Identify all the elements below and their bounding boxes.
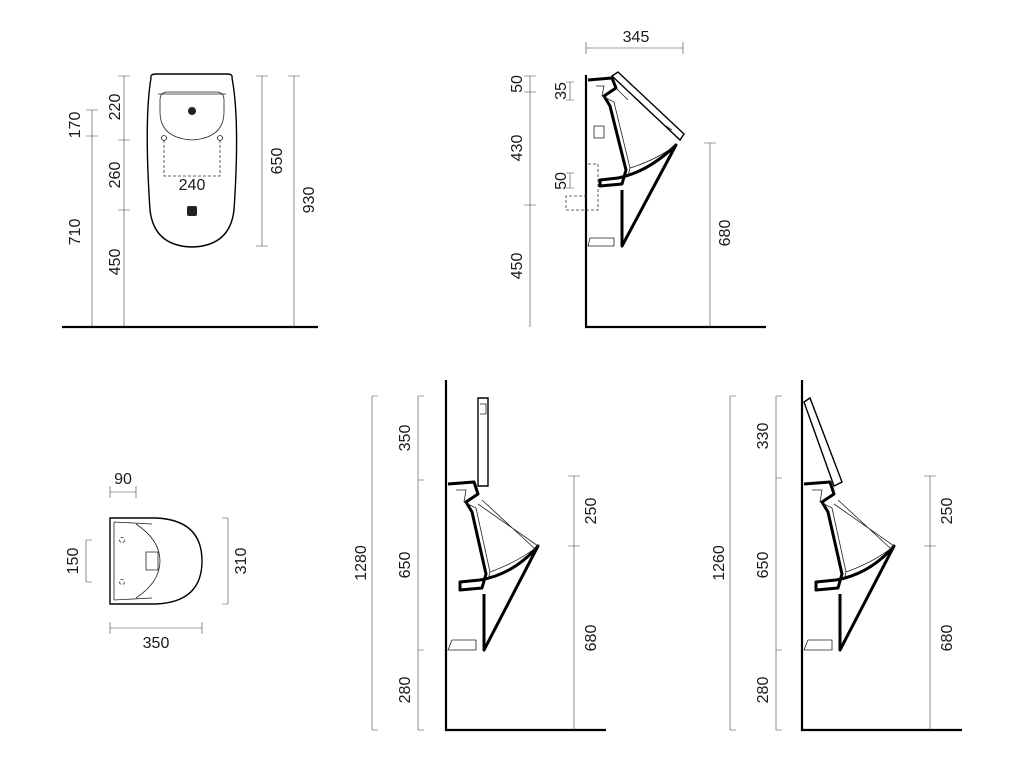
wall-and-floor-closed [444,380,606,732]
sensor-icon [187,206,197,216]
dim-label-680-open: 680 [939,625,956,652]
dim-label-170: 170 [67,112,84,139]
fixing-hole-right-icon [217,135,223,141]
dim-line-90 [109,486,137,498]
supply-pipe-outline [565,163,599,211]
dim-label-650: 650 [269,148,286,175]
dim-label-220: 220 [107,94,124,121]
dim-label-35: 35 [553,82,570,100]
urinal-lid [610,71,685,142]
urinal-lid-hinge [615,87,673,131]
dim-label-350-closed: 350 [397,425,414,452]
drain-outlet [145,551,159,571]
dim-line-50-mid [566,172,574,189]
side-view-lid-open: 1260 330 650 280 250 680 [711,380,962,732]
urinal-lid-closed [477,397,489,487]
dim-label-345: 345 [623,29,650,46]
dim-label-50-top: 50 [509,75,526,93]
wall-and-floor-open [800,380,962,732]
dim-label-310: 310 [233,548,250,575]
fixing-hole-top-icon [119,537,125,543]
dim-line-170-710 [86,109,98,327]
dim-line-250-680 [568,475,580,730]
dim-label-650-open: 650 [755,552,772,579]
wall-fixing-closed [447,639,477,651]
urinal-lid-open [803,396,843,487]
dim-label-710: 710 [67,219,84,246]
dim-line-330-650-280 [775,395,782,731]
dim-line-1260 [729,395,736,731]
dim-line-350-650-280 [417,395,424,731]
dim-label-250-closed: 250 [583,498,600,525]
urinal-inner-closed [456,489,539,581]
spray-head-icon [188,107,196,115]
dim-label-280-closed: 280 [397,677,414,704]
dim-label-240: 240 [179,177,206,194]
dim-line-930 [288,75,300,327]
urinal-top-outline [109,517,203,605]
dim-label-280-open: 280 [755,677,772,704]
dim-line-1280 [371,395,378,731]
wall-fixing-open [803,639,833,651]
dim-label-650-closed: 650 [397,552,414,579]
top-view: 90 150 310 350 [65,471,250,652]
urinal-side-profile-closed [447,480,540,652]
dim-label-350: 350 [143,635,170,652]
urinal-front-body [146,73,238,248]
dim-line-650 [256,75,268,247]
fixing-bracket-outline [163,140,221,177]
dim-label-1260: 1260 [711,545,728,581]
dim-line-150 [85,539,92,583]
dim-line-350 [109,622,203,634]
dim-label-680-closed: 680 [583,625,600,652]
spray-cone-open [833,499,895,549]
dim-label-930: 930 [301,187,318,214]
dim-label-250-open: 250 [939,498,956,525]
urinal-top-bowl [135,523,161,599]
dim-label-260: 260 [107,162,124,189]
dim-line-310 [222,517,229,605]
dim-label-330-open: 330 [755,423,772,450]
dim-line-50-430-450 [524,75,536,327]
front-view: 170 710 220 260 450 240 650 930 [62,73,318,329]
urinal-side-profile-open [803,480,896,652]
dim-label-50-mid: 50 [553,172,570,190]
dim-line-680 [704,142,716,327]
dim-line-220-260-450 [118,75,130,327]
fixing-hole-bottom-icon [119,579,125,585]
dim-line-345 [585,42,684,54]
lid-handle-closed [480,403,487,415]
wall-and-floor [584,75,766,329]
dim-label-450: 450 [107,249,124,276]
dim-label-1280: 1280 [353,545,370,581]
urinal-side-inner [596,85,677,177]
dim-line-35 [566,81,574,101]
side-view-lid-closed: 1280 350 650 280 250 680 [353,380,606,732]
fixing-hole-left-icon [161,135,167,141]
urinal-front-bowl [159,91,225,141]
urinal-side-profile [587,76,678,248]
urinal-inner-open [812,489,895,581]
dim-label-450-side: 450 [509,253,526,280]
side-view: 345 50 35 430 50 450 680 [509,29,766,329]
dim-label-430: 430 [509,135,526,162]
wall-fixing [587,125,615,247]
dim-label-150: 150 [65,548,82,575]
spray-cone-closed [477,499,539,549]
dim-label-90: 90 [114,471,132,488]
dim-line-250-680-open [924,475,936,730]
urinal-top-back [113,521,153,601]
dim-label-680-side: 680 [717,220,734,247]
